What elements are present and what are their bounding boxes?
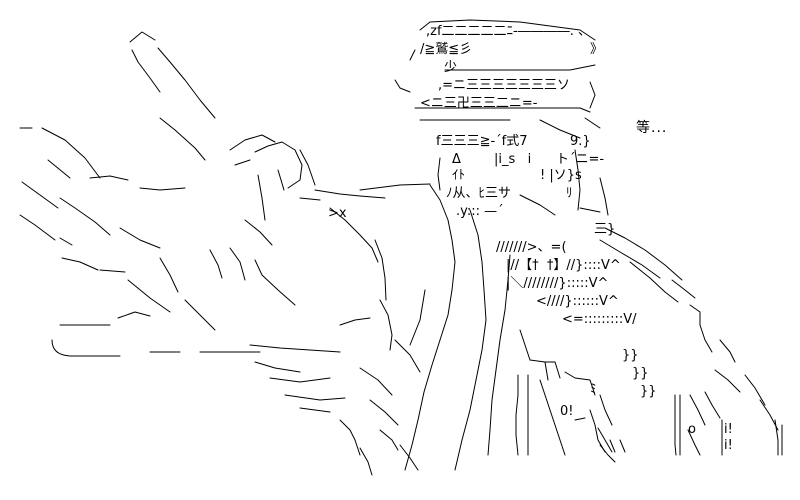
hat-band-text-2: ,=ニ三三三三三三三ソ [438, 78, 571, 93]
hand-x-text: >x [328, 206, 347, 221]
face-eye-text: Δ [452, 152, 461, 167]
collar-text: 三} [594, 222, 616, 237]
mi-text: ﾐ [590, 382, 597, 397]
face-beard-text: .y::: —´ [456, 204, 504, 219]
face-brow-right-text: 9.} [570, 134, 591, 149]
hat-band-text-1: 少 [444, 60, 458, 75]
face-right-text: ト´ニ=- [556, 152, 605, 167]
hat-symbol-text: /≧鷲≦彡 [420, 42, 473, 57]
chest-text-4: <////}::::::V^ [536, 294, 619, 309]
braces-text-a: }} [622, 348, 639, 363]
hat-right-text: 》 [590, 42, 604, 57]
coat-i-text-2: i! [724, 438, 733, 453]
coat-i-text-1: i! [724, 422, 733, 437]
chest-text-2: |//【† †】//}::::V^ [506, 258, 621, 273]
hat-top-text: ,zf二二二二二ﾆ-――――. 、 [426, 24, 591, 39]
coat-o-text: o [688, 422, 696, 437]
chest-text-1: ///////>、=( [496, 240, 567, 255]
caption-text: 等... [636, 120, 668, 136]
face-nose-text: ! |ソ}s [540, 168, 582, 183]
face-cheek-text: ｲﾄ [452, 168, 465, 183]
chest-text-5: <=:::::::::V/ [562, 312, 637, 327]
face-mouth-text: |i_s i [494, 152, 532, 167]
braces-text-c: }} [640, 384, 657, 399]
chest-text-3: |＼////////}:::::V^ [506, 276, 609, 291]
number-text: 0! [560, 404, 574, 419]
braces-text-b: }} [632, 366, 649, 381]
hat-band-text-3: <ニ三卍三三二ニ=- [420, 96, 538, 111]
face-brow-text: f三三三≧-´f式7 [436, 134, 528, 149]
face-chin-text: ﾘ [566, 186, 573, 201]
face-mustache-text: ﾉ从、ﾋ三サ [446, 186, 512, 201]
